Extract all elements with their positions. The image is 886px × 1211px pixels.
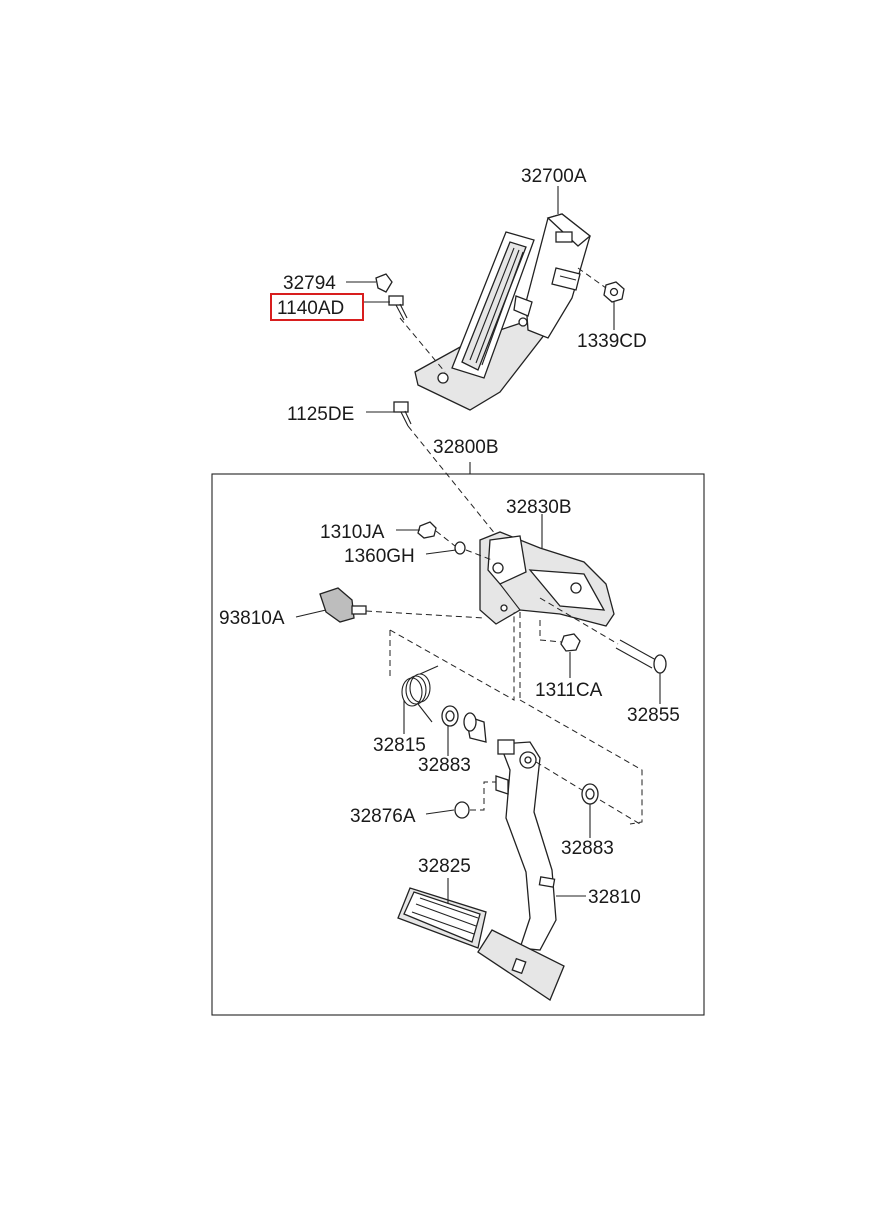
label-1140AD[interactable]: 1140AD xyxy=(277,298,344,319)
label-32883-left[interactable]: 32883 xyxy=(418,755,471,776)
label-32815[interactable]: 32815 xyxy=(373,735,426,756)
bushing-32876A[interactable] xyxy=(454,801,470,819)
clip-32794[interactable] xyxy=(375,273,393,293)
brake-pedal-arm-32810[interactable] xyxy=(495,739,557,951)
label-32830B[interactable]: 32830B xyxy=(506,497,572,518)
selected-part-highlight xyxy=(270,293,364,321)
washer-1360GH[interactable] xyxy=(454,541,466,555)
pedal-pad-32825[interactable] xyxy=(397,887,487,949)
spring-32815[interactable] xyxy=(401,665,439,723)
pin-32855[interactable] xyxy=(615,639,667,674)
bushing-32883-left[interactable] xyxy=(441,705,459,727)
label-32810[interactable]: 32810 xyxy=(588,887,641,908)
label-32876A[interactable]: 32876A xyxy=(350,806,416,827)
label-32825[interactable]: 32825 xyxy=(418,856,471,877)
label-1339CD[interactable]: 1339CD xyxy=(577,331,647,352)
label-32800B[interactable]: 32800B xyxy=(433,437,499,458)
bolt-1125DE[interactable] xyxy=(393,401,412,427)
collar[interactable] xyxy=(463,712,487,743)
label-93810A[interactable]: 93810A xyxy=(219,608,285,629)
label-1360GH[interactable]: 1360GH xyxy=(344,546,415,567)
nut-1311CA[interactable] xyxy=(560,633,581,652)
label-1311CA[interactable]: 1311CA xyxy=(535,680,603,701)
label-32883-right[interactable]: 32883 xyxy=(561,838,614,859)
label-32794[interactable]: 32794 xyxy=(283,273,336,294)
label-1125DE[interactable]: 1125DE xyxy=(287,404,354,425)
brake-pedal-group-frame xyxy=(211,473,705,1016)
label-1310JA[interactable]: 1310JA xyxy=(320,522,385,543)
switch-93810A[interactable] xyxy=(319,587,367,623)
nut-1310JA[interactable] xyxy=(417,521,437,539)
nut-1339CD[interactable] xyxy=(603,281,625,303)
label-32700A[interactable]: 32700A xyxy=(521,166,587,187)
bracket-32830B[interactable] xyxy=(479,531,615,627)
bushing-32883-right[interactable] xyxy=(581,783,599,805)
pedal-foot-plate xyxy=(477,929,565,1001)
accelerator-pedal-32700A[interactable] xyxy=(414,213,592,411)
label-32855[interactable]: 32855 xyxy=(627,705,680,726)
bolt-1140AD[interactable] xyxy=(388,295,408,321)
